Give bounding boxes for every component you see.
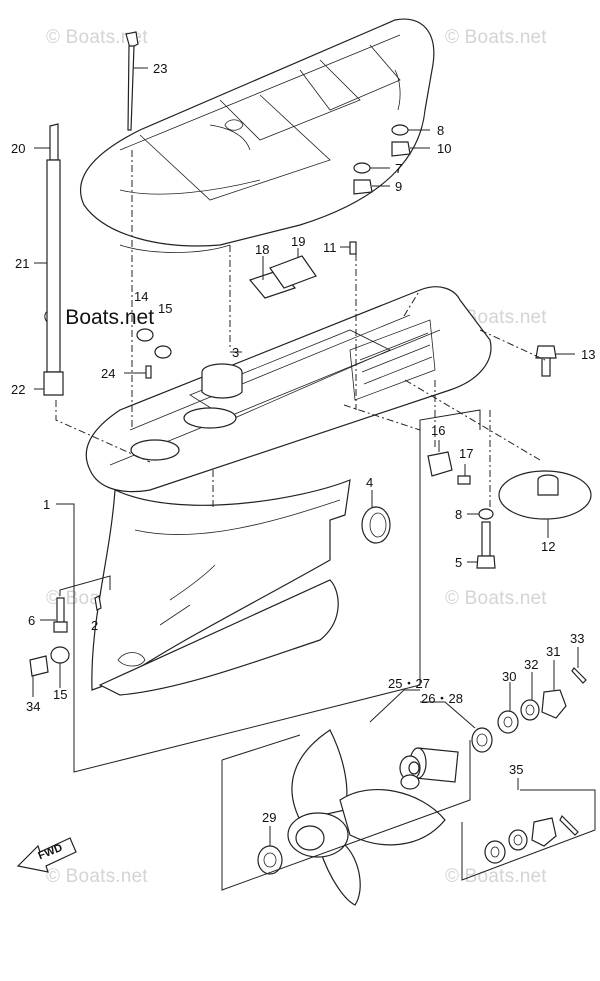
- callout-14: 14: [134, 289, 149, 304]
- propeller-part: [287, 729, 446, 906]
- bushing-part: [399, 727, 493, 790]
- washer-part: [497, 710, 519, 734]
- washer-part: [508, 829, 528, 851]
- watermark: © Boats.net: [46, 27, 148, 48]
- washer-part: [484, 840, 506, 864]
- cable-tie-part: [125, 31, 139, 131]
- callout-25-27: 25・27: [388, 676, 430, 691]
- callout-8: 8: [455, 507, 463, 522]
- watermark: © Boats.net: [445, 588, 547, 609]
- callout-24: 24: [101, 366, 116, 381]
- callout-20: 20: [11, 141, 26, 156]
- pin-part: [94, 595, 102, 611]
- prop-nut-part: [531, 817, 557, 847]
- washer-part: [391, 124, 409, 136]
- bolt-part: [481, 521, 491, 557]
- callout-2: 2: [91, 618, 99, 633]
- callout-6: 6: [28, 613, 36, 628]
- callout-30: 30: [502, 669, 517, 684]
- callout-1: 1: [43, 497, 51, 512]
- callout-5: 5: [455, 555, 463, 570]
- anode-block-part: [427, 451, 453, 477]
- dowel-pin-part: [145, 365, 152, 379]
- callout-9: 9: [395, 179, 403, 194]
- callout-15: 15: [158, 301, 173, 316]
- fwd-arrow-icon: [16, 837, 77, 873]
- callout-31: 31: [546, 644, 561, 659]
- callout-13: 13: [581, 347, 596, 362]
- callout-26-28: 26・28: [421, 691, 463, 706]
- gearcase-housing-part: [85, 286, 492, 696]
- washer-part: [478, 508, 494, 520]
- callout-33: 33: [570, 631, 585, 646]
- callout-19: 19: [291, 234, 306, 249]
- callout-3: 3: [232, 345, 240, 360]
- callout-10: 10: [437, 141, 452, 156]
- callout-12: 12: [541, 539, 556, 554]
- callout-4: 4: [366, 475, 374, 490]
- nut-part: [391, 141, 411, 157]
- prop-nut-part: [541, 689, 567, 719]
- washer-part: [353, 162, 371, 174]
- callout-29: 29: [262, 810, 277, 825]
- callout-16: 16: [431, 423, 446, 438]
- callout-21: 21: [15, 256, 30, 271]
- callout-11: 11: [323, 240, 337, 255]
- callout-18: 18: [255, 242, 270, 257]
- gasket-part: [50, 646, 70, 664]
- drain-plug-part: [29, 655, 49, 677]
- upper-cover-part: [79, 18, 435, 253]
- cotter-pin-part: [571, 667, 587, 684]
- plate-part: [269, 255, 317, 289]
- callout-8: 8: [437, 123, 445, 138]
- callout-32: 32: [524, 657, 539, 672]
- bolt-part: [535, 345, 557, 359]
- callout-34: 34: [26, 699, 41, 714]
- plug-part: [136, 328, 154, 342]
- callout-23: 23: [153, 61, 168, 76]
- callout-22: 22: [11, 382, 26, 397]
- shift-rod-part: [43, 123, 64, 396]
- nut-part: [353, 179, 373, 195]
- watermark: © Boats.net: [445, 27, 547, 48]
- watermark-dark: © Boats.net: [44, 306, 155, 329]
- screw-part: [457, 475, 471, 485]
- bolt-part: [56, 597, 65, 623]
- callout-17: 17: [459, 446, 474, 461]
- callout-7: 7: [395, 161, 403, 176]
- pin-part: [349, 241, 357, 255]
- callout-35: 35: [509, 762, 524, 777]
- watermark: © Boats.net: [46, 866, 148, 887]
- washer-part: [520, 699, 540, 721]
- watermark: © Boats.net: [445, 866, 547, 887]
- cotter-pin-part: [559, 814, 579, 836]
- gasket-part: [154, 345, 172, 359]
- callout-15: 15: [53, 687, 68, 702]
